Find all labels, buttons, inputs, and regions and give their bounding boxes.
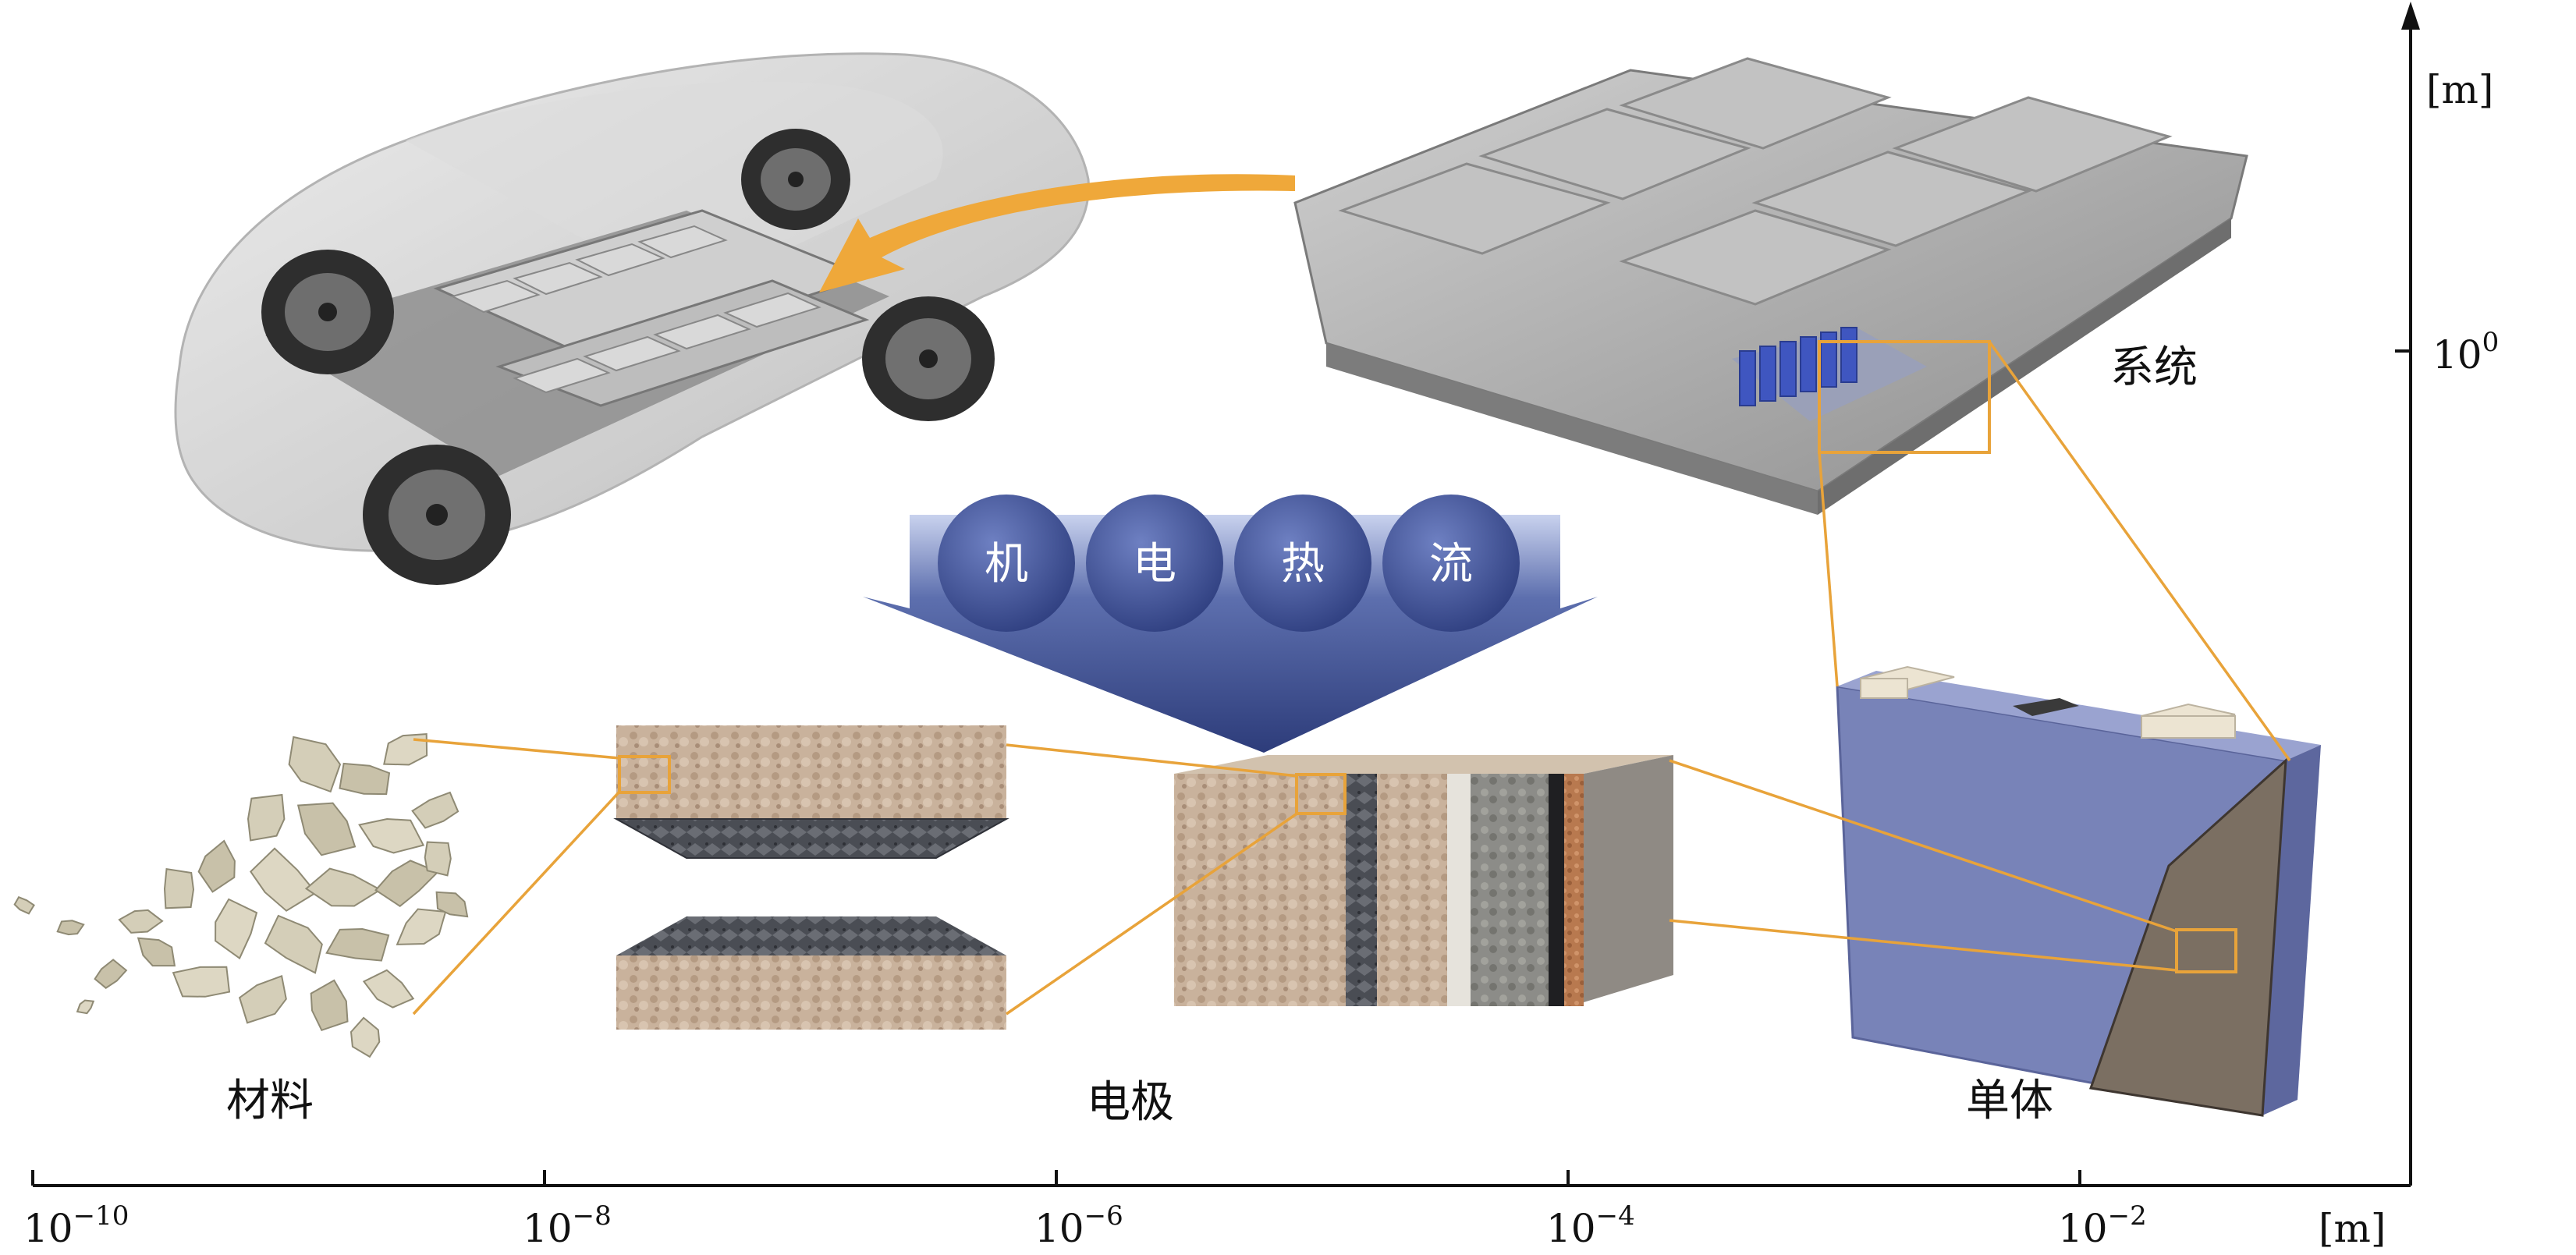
material-slabs: [613, 725, 1009, 1030]
particle: [247, 793, 286, 842]
particle: [396, 908, 447, 945]
particle: [215, 898, 258, 960]
particle: [349, 1016, 381, 1058]
particle: [172, 966, 231, 998]
zoom-box-electrode: [1295, 773, 1347, 815]
particle: [118, 909, 164, 934]
physics-bubble: [1234, 495, 1371, 632]
particle: [137, 937, 176, 967]
y-axis-unit: [m]: [2426, 67, 2493, 112]
zoom-box-material: [618, 755, 671, 794]
x-tick-label: 10−6: [1034, 1200, 1123, 1251]
x-axis-unit: [m]: [2319, 1206, 2386, 1251]
physics-label: 机: [985, 539, 1028, 590]
zoom-box-cell: [2175, 928, 2237, 973]
zoom-box-system: [1818, 340, 1991, 454]
particle: [296, 802, 357, 856]
zoom-connector-lines: [412, 340, 2291, 1016]
y-tick-label: 100: [2432, 327, 2499, 378]
particle: [310, 979, 349, 1032]
particle: [264, 914, 323, 974]
physics-arrow: 机电热流: [863, 495, 1598, 753]
electrode-stack: [1174, 755, 1673, 1006]
label-material: 材料: [226, 1076, 314, 1126]
particle: [13, 895, 35, 915]
particle: [435, 891, 469, 918]
particle: [325, 927, 390, 962]
physics-bubble: [1382, 495, 1520, 632]
physics-label: 热: [1281, 539, 1325, 590]
particle: [304, 867, 382, 907]
particle: [56, 920, 85, 936]
label-cell: 单体: [1966, 1076, 2053, 1126]
particle: [288, 736, 342, 793]
y-axis: [2395, 2, 2420, 1186]
physics-bubble: [1086, 495, 1223, 632]
car-illustration: [174, 52, 1090, 585]
y-axis-arrowhead: [2401, 2, 2420, 30]
particle: [197, 839, 236, 893]
physics-label: 电: [1133, 539, 1176, 590]
battery-system-tray: [1293, 57, 2248, 515]
particle: [411, 791, 459, 829]
particle: [424, 841, 452, 877]
battery-cell: [1836, 665, 2321, 1117]
x-tick-label: 10−2: [2058, 1200, 2147, 1251]
x-tick-label: 10−10: [23, 1200, 129, 1251]
particle: [339, 762, 391, 796]
particle: [383, 733, 428, 766]
particle: [94, 959, 128, 989]
x-tick-label: 10−8: [523, 1200, 612, 1251]
x-tick-label: 10−4: [1546, 1200, 1635, 1251]
arrow-to-car-icon: [819, 174, 1295, 292]
particle: [249, 847, 318, 912]
particle: [362, 969, 415, 1009]
particle: [76, 999, 95, 1015]
material-particles: [13, 733, 469, 1058]
physics-bubble: [938, 495, 1075, 632]
label-system: 系统: [2110, 342, 2198, 393]
particle: [358, 817, 425, 854]
label-electrode: 电极: [1087, 1077, 1174, 1128]
particle: [163, 867, 195, 909]
particle: [238, 974, 287, 1024]
physics-label: 流: [1429, 539, 1473, 590]
